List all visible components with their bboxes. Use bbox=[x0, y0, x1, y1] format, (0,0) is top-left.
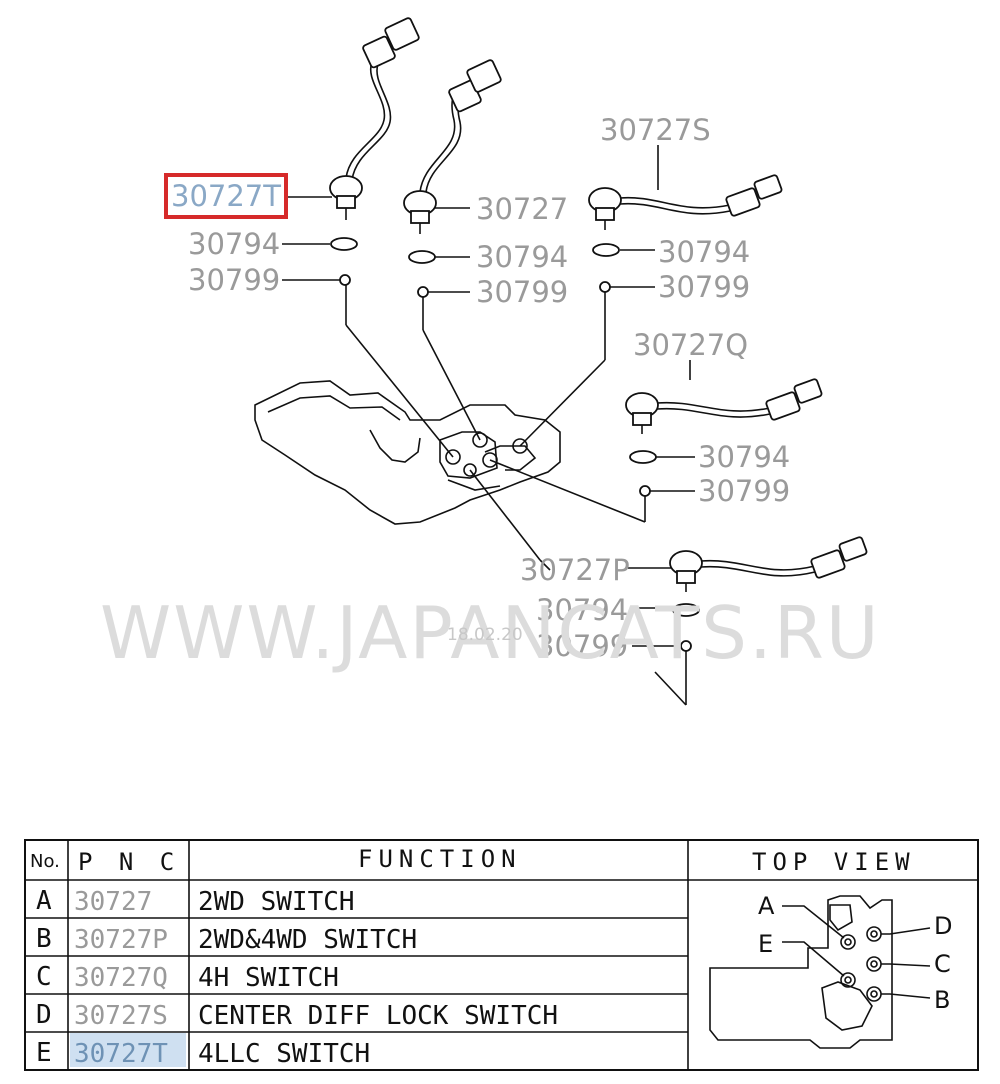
row-pnc-link[interactable]: 30727Q bbox=[74, 963, 168, 993]
header-pnc: P N C bbox=[78, 848, 180, 876]
balls bbox=[339, 274, 692, 652]
table-row[interactable]: A 30727 2WD SWITCH bbox=[36, 886, 355, 917]
callout-30799-4[interactable]: 30799 bbox=[698, 474, 790, 508]
row-pnc-link[interactable]: 30727S bbox=[74, 1001, 168, 1031]
callout-30794-3[interactable]: 30794 bbox=[658, 235, 750, 269]
date-stamp: 18.02.20 bbox=[447, 625, 523, 645]
row-no: A bbox=[36, 886, 52, 916]
row-pnc-link[interactable]: 30727P bbox=[74, 925, 168, 955]
row-no: B bbox=[36, 924, 52, 954]
switch-30727T[interactable] bbox=[329, 17, 420, 220]
switch-30727S[interactable] bbox=[588, 174, 783, 230]
highlight-box bbox=[164, 173, 288, 219]
callout-30794-2[interactable]: 30794 bbox=[476, 240, 568, 274]
leader-lines bbox=[282, 145, 695, 706]
row-function: CENTER DIFF LOCK SWITCH bbox=[198, 1001, 558, 1031]
callout-labels: 30727T 30727 30727S 30727Q 30727P 30794 … bbox=[164, 113, 790, 663]
table-row[interactable]: B 30727P 2WD&4WD SWITCH bbox=[36, 924, 417, 955]
row-pnc-link[interactable]: 30727 bbox=[74, 887, 152, 917]
switch-30727[interactable] bbox=[403, 59, 502, 234]
header-no: No. bbox=[30, 851, 60, 872]
callout-30799-2[interactable]: 30799 bbox=[476, 275, 568, 309]
callout-30727[interactable]: 30727 bbox=[476, 192, 568, 226]
header-function: FUNCTION bbox=[358, 845, 522, 873]
switch-30727P[interactable] bbox=[669, 536, 868, 592]
callout-30799-5[interactable]: 30799 bbox=[536, 629, 628, 663]
callout-30794-5[interactable]: 30794 bbox=[536, 593, 628, 627]
row-function: 2WD&4WD SWITCH bbox=[198, 925, 417, 955]
header-top-view: TOP VIEW bbox=[752, 848, 916, 876]
washers bbox=[330, 237, 700, 617]
top-view-label-b: B bbox=[934, 986, 950, 1014]
top-view-label-a: A bbox=[758, 892, 775, 920]
row-function: 4LLC SWITCH bbox=[198, 1039, 370, 1069]
row-no: D bbox=[36, 1000, 52, 1030]
callout-30799-1[interactable]: 30799 bbox=[188, 263, 280, 297]
callout-30727P[interactable]: 30727P bbox=[520, 553, 630, 587]
row-pnc-link[interactable]: 30727T bbox=[74, 1039, 168, 1069]
callout-30727Q[interactable]: 30727Q bbox=[633, 328, 748, 362]
row-no: E bbox=[36, 1038, 52, 1068]
selected-row-highlight bbox=[70, 1033, 186, 1067]
row-function: 2WD SWITCH bbox=[198, 887, 355, 917]
switch-30727Q[interactable] bbox=[625, 378, 823, 434]
table-row[interactable]: C 30727Q 4H SWITCH bbox=[36, 962, 339, 993]
watermark: WWW.JAPANCATS.RU bbox=[100, 591, 881, 675]
top-view-label-c: C bbox=[934, 950, 951, 978]
top-view-label-d: D bbox=[934, 912, 952, 940]
table-row[interactable]: E 30727T 4LLC SWITCH bbox=[36, 1038, 370, 1069]
table-row[interactable]: D 30727S CENTER DIFF LOCK SWITCH bbox=[36, 1000, 558, 1031]
top-view-label-e: E bbox=[758, 930, 773, 958]
row-no: C bbox=[36, 962, 52, 992]
callout-30727T[interactable]: 30727T bbox=[171, 179, 281, 213]
callout-30799-3[interactable]: 30799 bbox=[658, 270, 750, 304]
function-table: No. P N C FUNCTION TOP VIEW A 30727 2WD … bbox=[24, 839, 979, 1071]
row-function: 4H SWITCH bbox=[198, 963, 339, 993]
callout-30794-1[interactable]: 30794 bbox=[188, 227, 280, 261]
callout-30727S[interactable]: 30727S bbox=[600, 113, 711, 147]
top-view-sketch bbox=[709, 895, 931, 1049]
transfer-case-housing bbox=[254, 380, 561, 525]
callout-30794-4[interactable]: 30794 bbox=[698, 440, 790, 474]
